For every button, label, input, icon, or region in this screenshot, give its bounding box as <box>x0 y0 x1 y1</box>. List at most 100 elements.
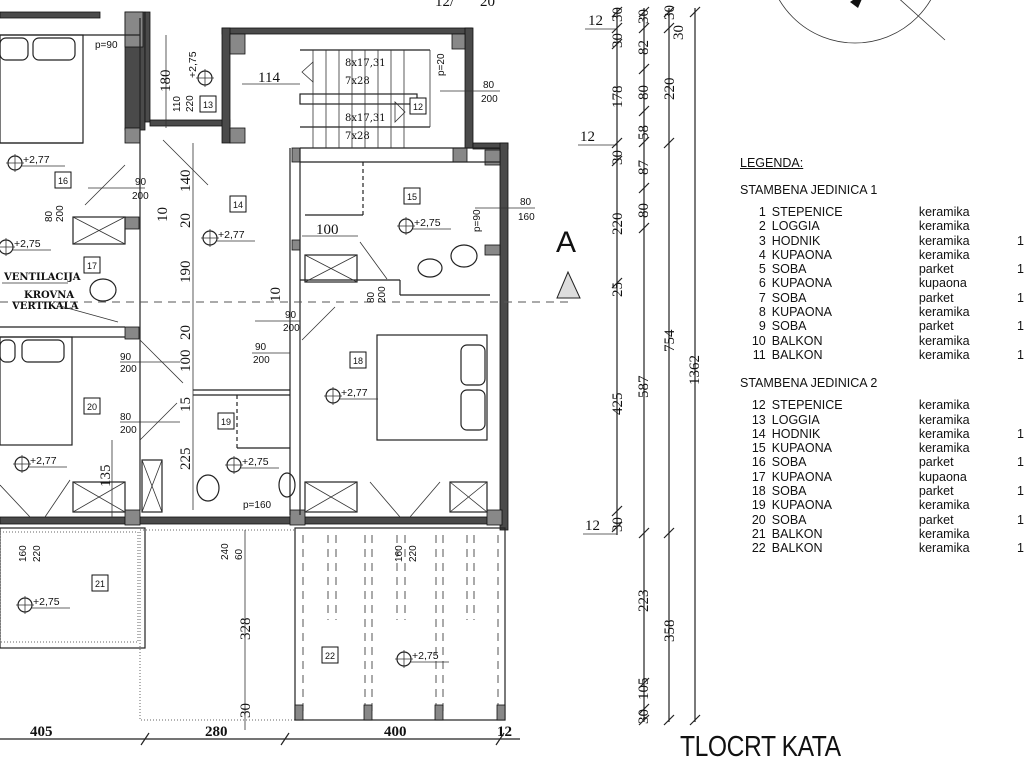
opening-label: 200 <box>120 425 137 436</box>
room-number: 11 <box>752 347 766 362</box>
room-name: SOBA <box>771 455 807 470</box>
area-value <box>1017 413 1024 427</box>
floor-material: keramika <box>918 498 970 513</box>
floor-material: keramika <box>918 541 970 556</box>
area-value: 1 <box>1017 262 1024 277</box>
room-number: 7 <box>758 290 766 305</box>
opening-label: 220 <box>185 95 196 112</box>
elevation-label: +2,77 <box>341 387 368 399</box>
opening-label: p=160 <box>243 500 272 511</box>
room-name: BALKON <box>771 333 823 348</box>
dimension-label: 30 <box>610 33 626 48</box>
note-vertikala: VERTIKALA <box>11 301 79 312</box>
floor-material: keramika <box>918 205 970 219</box>
dimension-label: 15 <box>178 397 194 412</box>
opening-label: p=90 <box>472 209 483 232</box>
area-value <box>1017 276 1024 290</box>
room-name: KUPAONA <box>771 247 832 262</box>
room-number: 22 <box>325 651 335 661</box>
floor-material: keramika <box>918 441 970 456</box>
opening-labels: p=90 110 220 80 200 p=20 80 160 p=90 80 … <box>18 40 535 562</box>
elevation-label: +2,77 <box>23 154 50 166</box>
dimension-label: 100 <box>316 222 339 238</box>
note-krovna: KROVNA <box>24 290 74 301</box>
dimension-label: 587 <box>636 375 652 398</box>
elevation-label: +2,75 <box>14 238 41 250</box>
dimension-chain-4: 1362 <box>687 6 703 726</box>
opening-label: 160 <box>18 545 29 562</box>
room-number: 16 <box>751 455 766 470</box>
area-value: 1 <box>1017 512 1024 527</box>
dimension-label: 30 <box>636 9 652 24</box>
room-number: 22 <box>751 541 766 556</box>
floor-material: parket <box>918 290 954 305</box>
dimension-label: 178 <box>610 86 626 109</box>
balcony-21 <box>0 527 146 649</box>
room-number: 5 <box>758 262 766 277</box>
opening-label: 220 <box>408 545 419 562</box>
north-arrow-compass <box>778 0 946 44</box>
dimension-label: 30 <box>636 709 652 724</box>
bed <box>0 336 73 446</box>
area-value <box>1017 498 1024 512</box>
dimension-label: 220 <box>610 213 626 236</box>
room-number: 19 <box>751 498 766 513</box>
floor-material: keramika <box>918 333 970 348</box>
area-value <box>1017 398 1024 412</box>
legend-group-title: STAMBENA JEDINICA 2 <box>740 376 878 391</box>
dimension-label: 105 <box>636 678 652 701</box>
area-value: 1 <box>1017 347 1024 362</box>
room-number: 17 <box>751 469 766 484</box>
walls <box>0 11 509 531</box>
opening-label: 110 <box>172 96 183 112</box>
room-name: KUPAONA <box>771 469 832 484</box>
dimension-label: 80 <box>636 85 652 100</box>
dimension-label: 10 <box>268 287 284 302</box>
opening-label: 160 <box>394 545 405 562</box>
area-value: 1 <box>1017 319 1024 334</box>
top-cut-text: 20 <box>480 0 495 10</box>
area-value <box>1017 470 1024 484</box>
area-value: 1 <box>1017 233 1024 248</box>
opening-label: 160 <box>518 212 535 223</box>
dimension-label: 12 <box>588 13 603 29</box>
stair-label: 7x28 <box>345 131 370 142</box>
room-number: 19 <box>221 417 231 427</box>
dimension-label: 30 <box>610 517 626 532</box>
dimension-label: 12 <box>580 129 595 145</box>
toilets <box>89 244 478 502</box>
opening-label: p=90 <box>95 40 118 51</box>
room-number: 9 <box>758 319 766 334</box>
room-name: LOGGIA <box>771 412 820 427</box>
dimension-label: 180 <box>158 70 174 93</box>
dimension-label: 20 <box>178 213 194 228</box>
area-value <box>1017 527 1024 541</box>
room-name: SOBA <box>771 262 807 277</box>
dimension-label: 58 <box>636 125 652 140</box>
section-marker-label: A <box>556 226 577 259</box>
room-name: KUPAONA <box>771 305 832 320</box>
dimension-label: 280 <box>205 724 228 740</box>
bed <box>376 334 488 441</box>
room-number: 10 <box>751 333 766 348</box>
legend-row: 10 BALKON keramika <box>746 334 1024 348</box>
floor-material: keramika <box>918 219 970 234</box>
wardrobes <box>72 216 488 513</box>
area-value <box>1017 334 1024 348</box>
area-value: 1 <box>1017 426 1024 441</box>
legend-heading: LEGENDA: <box>740 156 804 170</box>
dimension-chain-2: 30 82 80 58 87 80 587 223 105 30 <box>636 6 652 726</box>
elevation-label: +2,75 <box>242 456 269 468</box>
room-number: 20 <box>87 402 97 412</box>
room-name: LOGGIA <box>771 219 820 234</box>
dimension-label: 30 <box>238 703 254 718</box>
room-number: 20 <box>751 512 766 527</box>
room-name: SOBA <box>771 484 807 499</box>
opening-label: 60 <box>234 548 245 560</box>
